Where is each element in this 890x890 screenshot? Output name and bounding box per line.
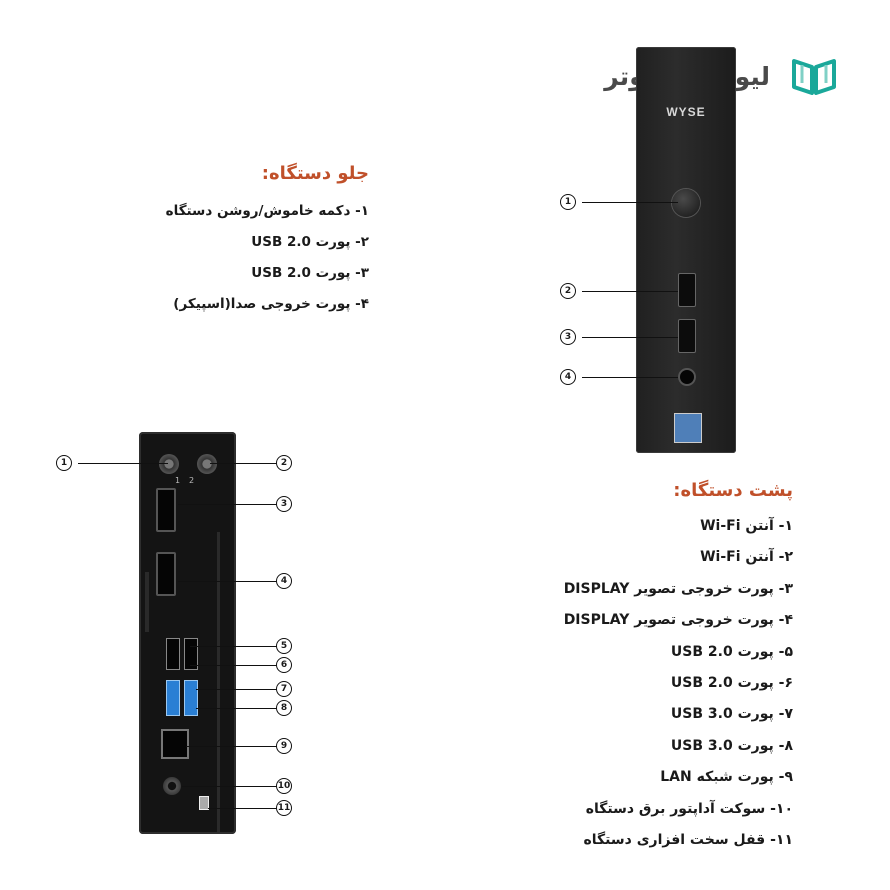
callout-marker: 4 bbox=[276, 573, 292, 589]
power-socket-icon bbox=[163, 777, 181, 795]
antenna-connector-icon bbox=[159, 454, 179, 474]
callout-marker: 4 bbox=[560, 369, 576, 385]
energy-star-sticker-icon bbox=[674, 413, 702, 443]
list-item: ۲- پورت USB 2.0 bbox=[251, 234, 369, 250]
list-item: ۵- پورت USB 2.0 bbox=[670, 643, 793, 660]
antenna-connector-icon bbox=[197, 454, 217, 474]
callout-marker: 9 bbox=[276, 738, 292, 754]
chassis-edge bbox=[217, 532, 220, 832]
callout-marker: 10 bbox=[276, 778, 292, 794]
list-item: ۷- پورت USB 3.0 bbox=[670, 706, 793, 723]
displayport-icon bbox=[156, 488, 176, 532]
antenna-label: 1 bbox=[175, 476, 181, 485]
callout-marker: 7 bbox=[276, 681, 292, 697]
list-item: ۸- پورت USB 3.0 bbox=[670, 737, 793, 754]
list-item: ۶- پورت USB 2.0 bbox=[670, 674, 793, 691]
security-lock-slot-icon bbox=[199, 796, 209, 810]
list-item: ۴- پورت خروجی صدا(اسپیکر) bbox=[173, 296, 369, 312]
back-features-list: ۱- آنتن Wi-Fi ۲- آنتن Wi-Fi ۳- پورت خروج… bbox=[564, 514, 793, 859]
antenna-label: 2 bbox=[189, 476, 195, 485]
list-item: ۱۰- سوکت آداپتور برق دستگاه bbox=[585, 800, 793, 817]
callout-marker: 8 bbox=[276, 700, 292, 716]
usb-2-port-icon bbox=[166, 638, 180, 670]
book-logo-icon bbox=[792, 59, 836, 95]
audio-jack-icon bbox=[678, 368, 696, 386]
displayport-icon bbox=[156, 552, 176, 596]
callout-marker: 1 bbox=[56, 455, 72, 471]
list-item: ۱- دکمه خاموش/روشن دستگاه bbox=[165, 203, 369, 219]
back-section-title: پشت دستگاه: bbox=[673, 480, 793, 501]
usb-3-port-icon bbox=[166, 680, 180, 716]
list-item: ۹- پورت شبکه LAN bbox=[660, 769, 793, 786]
list-item: ۳- پورت USB 2.0 bbox=[251, 265, 369, 281]
callout-marker: 2 bbox=[560, 283, 576, 299]
callout-marker: 1 bbox=[560, 194, 576, 210]
front-section-title: جلو دستگاه: bbox=[261, 163, 369, 184]
front-features-list: ۱- دکمه خاموش/روشن دستگاه ۲- پورت USB 2.… bbox=[166, 200, 369, 324]
callout-marker: 11 bbox=[276, 800, 292, 816]
lan-port-icon bbox=[161, 729, 189, 759]
callout-marker: 6 bbox=[276, 657, 292, 673]
vent-slot bbox=[145, 572, 149, 632]
callout-marker: 2 bbox=[276, 455, 292, 471]
device-brand-label: WYSE bbox=[666, 105, 706, 119]
callout-marker: 3 bbox=[560, 329, 576, 345]
list-item: ۱- آنتن Wi-Fi bbox=[700, 518, 793, 534]
usb-port-icon bbox=[678, 319, 696, 353]
usb-3-port-icon bbox=[184, 680, 198, 716]
device-back-photo: 1 2 bbox=[139, 432, 236, 834]
usb-port-icon bbox=[678, 273, 696, 307]
list-item: ۳- پورت خروجی تصویر DISPLAY bbox=[563, 580, 793, 597]
device-front-photo: WYSE bbox=[636, 47, 736, 453]
callout-marker: 3 bbox=[276, 496, 292, 512]
callout-marker: 5 bbox=[276, 638, 292, 654]
list-item: ۴- پورت خروجی تصویر DISPLAY bbox=[563, 612, 793, 629]
list-item: ۲- آنتن Wi-Fi bbox=[700, 549, 793, 566]
list-item: ۱۱- قفل سخت افزاری دستگاه bbox=[583, 831, 793, 848]
